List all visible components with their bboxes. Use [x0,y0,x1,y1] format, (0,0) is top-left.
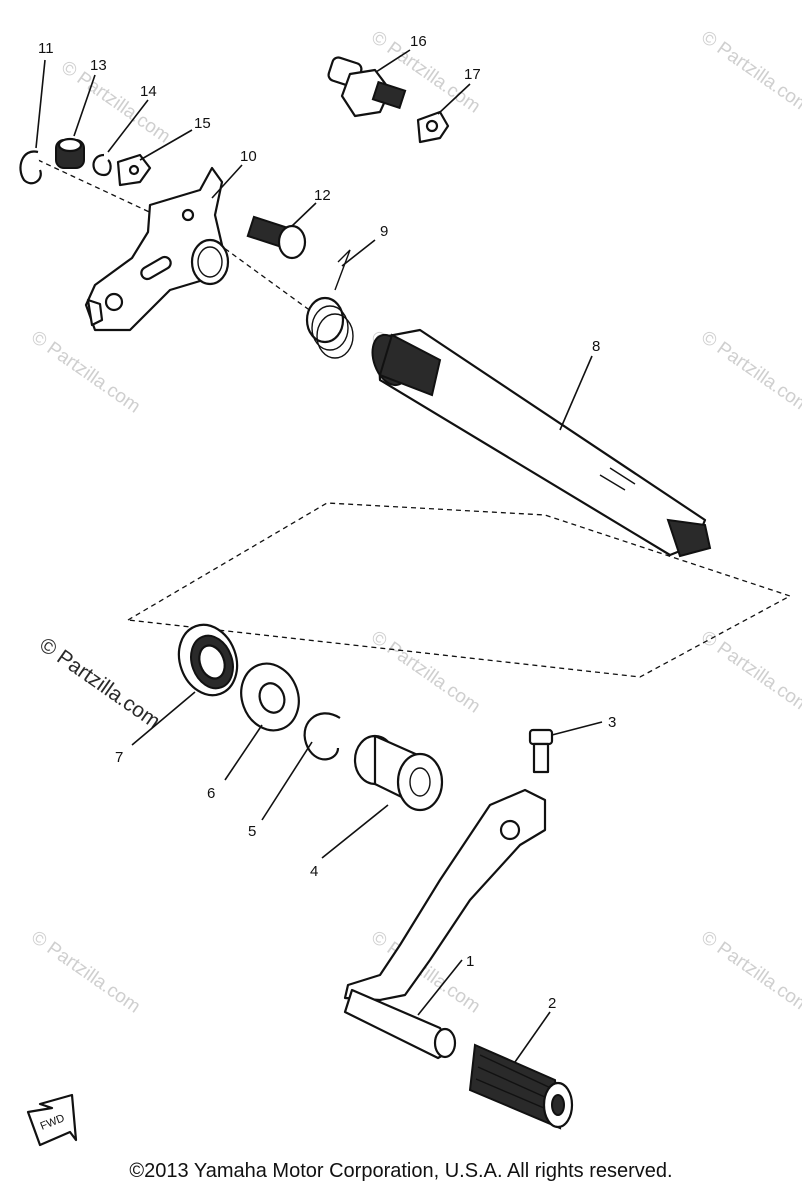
part-4-spool [353,734,444,812]
callout-13: 13 [90,57,107,74]
part-1-kick-lever [343,788,547,1060]
part-11-clip [19,150,42,185]
part-16-bolt [327,56,407,118]
copyright-text: ©2013 Yamaha Motor Corporation, U.S.A. A… [129,1160,673,1182]
callout-11: 11 [38,40,54,57]
part-8-shaft [371,328,712,558]
part-6-washer [240,662,300,732]
watermark: © Partzilla.com [697,627,802,718]
callout-3: 3 [608,714,616,731]
part-3-bolt [528,728,554,774]
watermark: © Partzilla.com [367,627,484,718]
watermark: © Partzilla.com [697,927,802,1018]
part-12-bolt [246,215,307,260]
watermark: © Partzilla.com [697,327,802,418]
part-13-collar [55,137,85,169]
callout-15: 15 [194,115,211,132]
part-15-plate [116,153,152,187]
watermark-prominent: © Partzilla.com [35,633,164,733]
part-5-circlip [303,712,341,761]
callout-12: 12 [314,187,331,204]
callout-6: 6 [207,785,215,802]
leader-lines [35,49,603,1063]
callout-8: 8 [592,338,600,355]
part-10-shift-arm [84,166,230,332]
part-2-rubber [468,1043,574,1130]
watermark: © Partzilla.com [697,27,802,118]
callout-17: 17 [464,66,481,83]
part-9-spring [305,249,354,359]
callout-4: 4 [310,863,318,880]
callout-9: 9 [380,223,388,240]
callout-16: 16 [410,33,427,50]
part-17-washer [416,110,450,144]
assembly-line-box [125,502,792,678]
callout-2: 2 [548,995,556,1012]
watermark: © Partzilla.com [27,927,144,1018]
fwd-arrow-icon: FWD [26,1093,78,1147]
watermark: © Partzilla.com [27,327,144,418]
callout-labels: 1 2 3 4 5 6 7 8 9 10 11 12 13 14 15 16 1… [38,33,616,1012]
part-14-washer [92,153,112,177]
callout-1: 1 [466,953,474,970]
callout-14: 14 [140,83,157,100]
callout-7: 7 [115,749,123,766]
callout-5: 5 [248,823,256,840]
callout-10: 10 [240,148,257,165]
part-7-seal [177,623,239,697]
